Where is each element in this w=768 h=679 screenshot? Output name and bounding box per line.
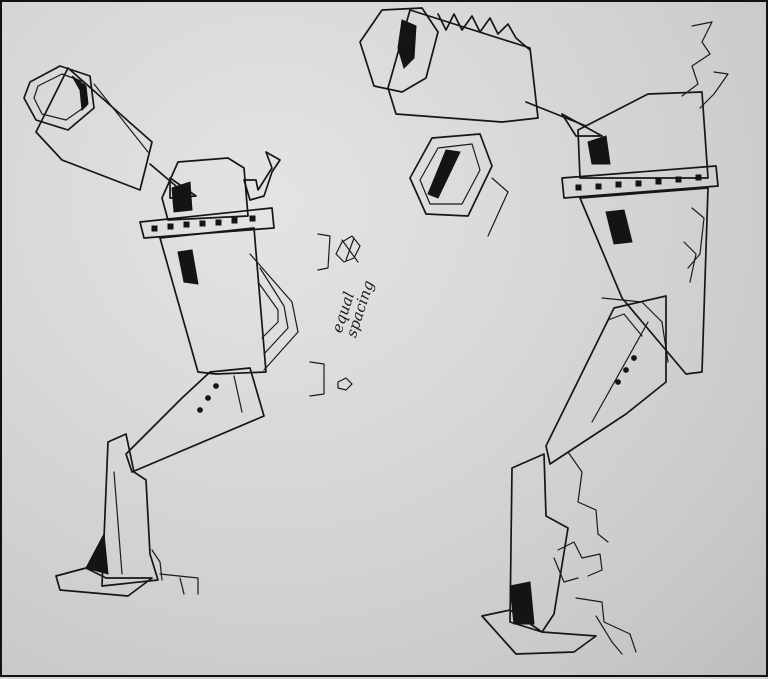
right-leg <box>481 295 667 655</box>
left-robot <box>23 65 299 597</box>
left-leg <box>55 367 265 597</box>
left-torso <box>139 151 299 375</box>
right-robot <box>359 7 729 655</box>
upper-bracket <box>317 233 331 271</box>
right-shoulder-cannon <box>359 7 603 137</box>
lower-bracket <box>309 361 325 397</box>
upper-scribble <box>335 235 361 263</box>
right-side-pod <box>409 133 509 237</box>
spacing-marks <box>309 233 361 397</box>
right-torso <box>561 21 729 375</box>
lower-scribble <box>337 377 353 391</box>
